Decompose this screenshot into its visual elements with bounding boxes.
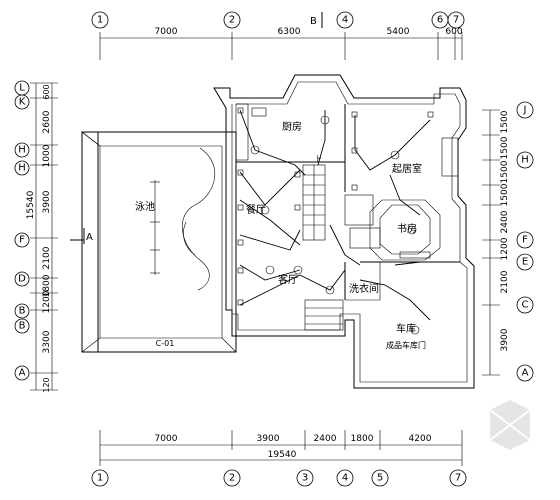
bottom-dim-1: 7000 [155,434,178,444]
right-dim-6: 1200 [500,237,510,260]
left-axis-k: K [19,97,26,108]
room-study: 书房 [397,222,417,235]
bottom-dim-5: 4200 [409,434,432,444]
section-mark-label: A [86,232,93,243]
top-dimension-line: 7000 6300 5400 600 [99,27,463,60]
garage-door-label: 成品车库门 [386,340,426,350]
right-dim-5: 2400 [500,210,510,233]
left-axis-b1: B [19,306,26,317]
left-axis-l: L [19,83,25,94]
left-dim-4: 3900 [42,190,52,213]
left-dim-2: 2600 [42,110,52,133]
room-laundry: 洗衣间 [349,282,379,295]
top-axis-2: 2 [229,15,235,26]
bottom-dim-4: 1800 [351,434,374,444]
bottom-axis-2: 2 [229,473,235,484]
left-dim-3: 1000 [42,144,52,167]
room-guest: 客厅 [278,273,298,286]
building-walls [213,74,475,389]
right-dim-8: 3900 [500,328,510,351]
room-labels: 厨房 起居室 餐厅 书房 客厅 洗衣间 车库 成品车库门 上 [246,120,426,350]
left-dim-6: 1800 [42,274,52,297]
bottom-axis-1: 1 [97,473,103,484]
right-dim-1: 1500 [500,110,510,133]
pool-label: 泳池 [135,200,155,213]
bottom-dimension-line: 7000 3900 2400 1800 4200 19540 [99,430,463,466]
right-axis-j: J [523,105,527,116]
right-dim-7: 2100 [500,270,510,293]
left-axis-h2: H [18,163,26,174]
right-dim-2: 1500 [500,136,510,159]
right-dimension-line: 1500 1500 1500 1500 2400 1200 2100 3900 [482,109,510,376]
wiring [237,107,450,335]
top-axis-6: 6 [437,15,443,26]
right-axis-bubbles: J H F E C A [516,101,534,382]
top-section-b: B [310,16,317,27]
pool: 泳池 C-01 [81,131,237,353]
left-axis-h1: H [18,145,26,156]
bottom-dim-3: 2400 [314,434,337,444]
top-axis-4: 4 [342,15,348,26]
right-dim-3: 1500 [500,160,510,183]
watermark-logo [489,400,531,450]
left-dim-9: 120 [42,377,51,392]
top-dim-3: 5400 [387,27,410,37]
stair-up-label: 上 [314,155,322,164]
bottom-axis-7: 7 [455,473,461,484]
left-dim-8: 3300 [42,330,52,353]
left-dim-5: 2100 [42,246,52,269]
top-dim-4: 600 [445,27,462,37]
right-axis-a: A [522,368,529,379]
left-dimension-line: 600 2600 1000 3900 2100 1800 1200 3300 1… [26,82,58,393]
left-axis-b2: B [19,321,26,332]
bottom-axis-3: 3 [302,473,308,484]
right-dim-4: 1500 [500,183,510,206]
bottom-axis-5: 5 [377,473,383,484]
right-axis-f: F [522,235,528,246]
left-axis-a: A [19,368,26,379]
room-living: 起居室 [392,162,422,175]
top-dim-1: 7000 [155,27,178,37]
right-axis-h: H [521,155,529,166]
pool-tag: C-01 [156,339,175,348]
room-dining: 餐厅 [246,203,266,216]
left-total: 15540 [26,190,36,219]
left-axis-bubbles: L K H H F D B B A [14,80,30,381]
right-axis-e: E [522,257,528,268]
left-dim-7: 1200 [42,290,52,313]
top-axis-7: 7 [453,15,459,26]
top-dim-2: 6300 [278,27,301,37]
left-axis-f: F [19,235,25,246]
right-axis-c: C [522,300,529,311]
top-axis-1: 1 [97,15,103,26]
bottom-dim-2: 3900 [257,434,280,444]
bottom-axis-bubbles: 1 2 3 4 5 7 [91,469,467,487]
room-kitchen: 厨房 [282,120,302,133]
bottom-axis-4: 4 [342,473,348,484]
top-axis-bubbles: 1 2 B 4 6 7 [91,11,465,29]
bottom-total: 19540 [268,450,297,460]
left-dim-1: 600 [42,84,51,99]
room-garage: 车库 [396,322,416,335]
left-axis-d: D [18,274,26,285]
